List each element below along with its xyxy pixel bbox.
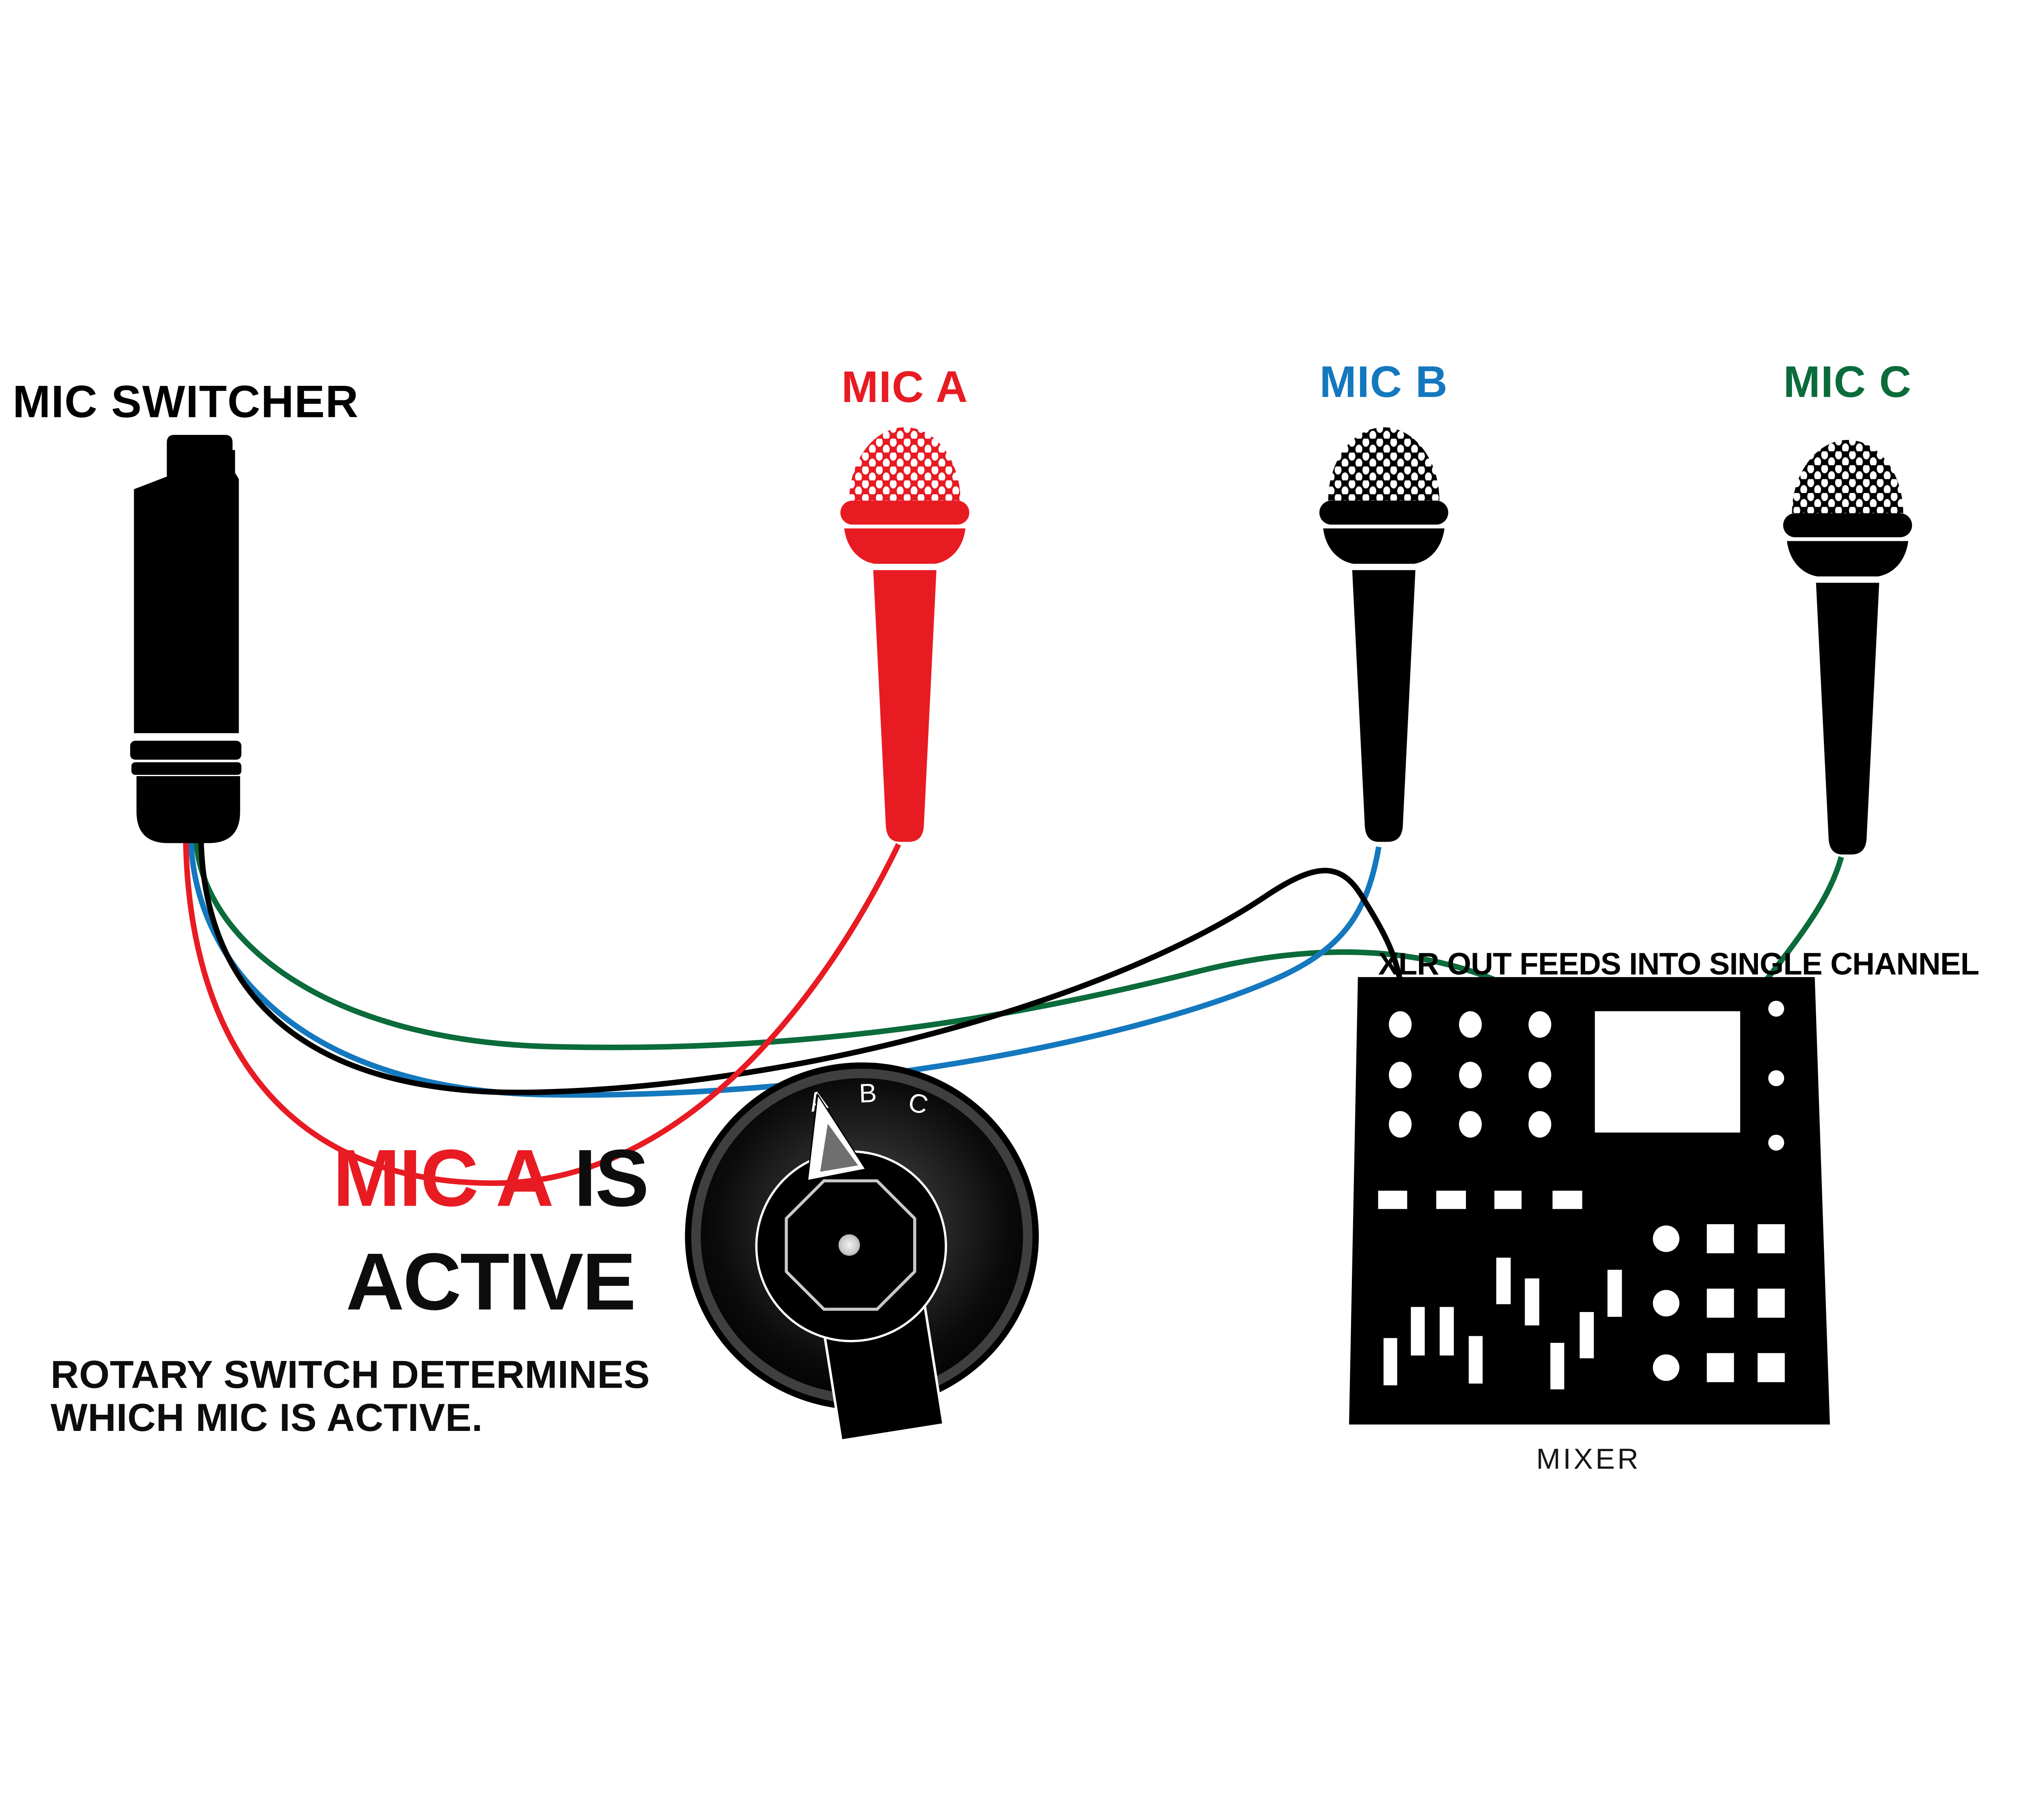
mic-b-grille-icon [1328, 427, 1440, 501]
mic-b-cable [188, 836, 1382, 1098]
mic-switcher-diagram: MIC SWITCHER MIC A MIC B MIC C A B C [13, 357, 1979, 1475]
mic-c-handle [1816, 582, 1879, 855]
mic-a-icon [840, 427, 969, 842]
status-line2: ACTIVE [346, 1237, 635, 1327]
dial-center-dot [838, 1234, 860, 1256]
mixer-controls [1378, 1001, 1785, 1389]
switcher-ring-1 [130, 741, 241, 760]
mic-a-band [840, 500, 969, 525]
status-line1: MIC A IS [333, 1133, 648, 1223]
mixer-annotation: XLR OUT FEEDS INTO SINGLE CHANNEL [1378, 947, 1979, 981]
mic-c-bowl [1787, 541, 1908, 576]
mic-switcher-device [130, 435, 241, 843]
mic-c-label: MIC C [1783, 357, 1912, 406]
mixer-icon [1349, 977, 1830, 1424]
mic-a-handle [873, 570, 937, 842]
mic-b-bowl [1323, 528, 1445, 564]
caption-line2: WHICH MIC IS ACTIVE. [51, 1395, 483, 1439]
xlr-out-cable [198, 836, 1403, 1095]
caption-line1: ROTARY SWITCH DETERMINES [51, 1352, 650, 1396]
mic-c-band [1783, 513, 1912, 538]
mic-b-handle [1352, 570, 1415, 842]
mic-c-icon [1783, 440, 1912, 855]
mic-a-label: MIC A [842, 362, 969, 412]
rotary-switch: A B C [685, 1062, 1039, 1442]
mic-a-cable [183, 838, 901, 1186]
status-highlight: MIC A [333, 1133, 553, 1223]
mic-c-grille-icon [1792, 440, 1904, 513]
switcher-ring-2 [131, 762, 241, 775]
switcher-top-cap [167, 435, 233, 478]
switcher-title: MIC SWITCHER [13, 376, 359, 427]
dial-pointer-icon [807, 1092, 867, 1181]
mic-a-bowl [844, 528, 966, 564]
dial-position-b-label: B [859, 1078, 877, 1108]
switcher-base [136, 776, 240, 843]
mixer-screen [1595, 1011, 1741, 1132]
mic-b-band [1319, 500, 1449, 525]
mic-b-icon [1319, 427, 1449, 842]
status-rest: IS [553, 1133, 648, 1223]
switcher-clip [228, 450, 235, 480]
mixer-label: MIXER [1536, 1443, 1641, 1475]
mic-b-label: MIC B [1320, 357, 1448, 406]
mic-a-grille-icon [849, 427, 960, 501]
switcher-body [134, 472, 239, 733]
